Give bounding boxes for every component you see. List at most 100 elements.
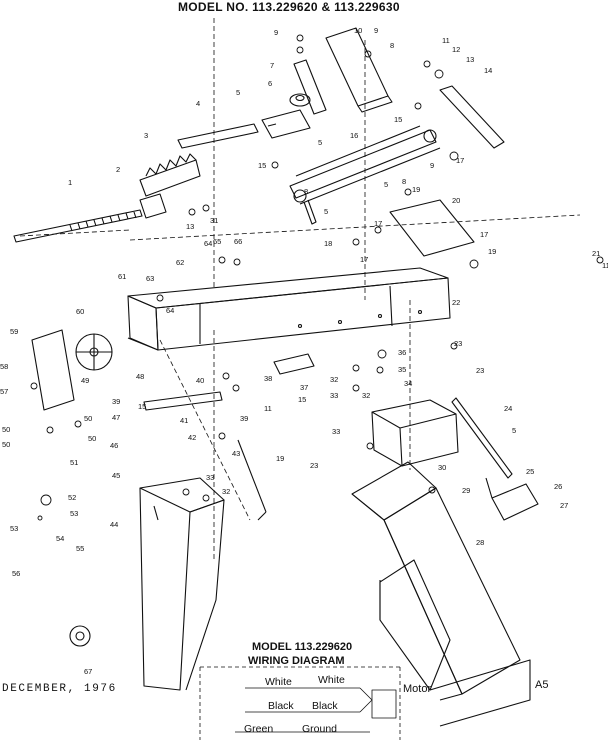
callout-8: 8 — [402, 177, 406, 186]
callout-9: 9 — [374, 26, 378, 35]
callout-36: 36 — [398, 348, 406, 357]
wire-label-black-right: Black — [312, 700, 338, 712]
wire-label-white-right: White — [318, 674, 345, 686]
callout-7: 7 — [270, 61, 274, 70]
callout-10: 10 — [354, 26, 362, 35]
callout-12: 12 — [452, 45, 460, 54]
callout-31: 31 — [210, 216, 218, 225]
callout-23: 23 — [454, 339, 462, 348]
callout-13: 13 — [466, 55, 474, 64]
callout-17: 17 — [374, 219, 382, 228]
callout-5: 5 — [236, 88, 240, 97]
callout-5: 5 — [512, 426, 516, 435]
callout-61: 61 — [118, 272, 126, 281]
wire-label-motor: Motor — [403, 683, 432, 695]
callout-40: 40 — [196, 376, 204, 385]
callout-51: 51 — [70, 458, 78, 467]
callout-57: 57 — [0, 387, 8, 396]
callout-65: 65 — [213, 237, 221, 246]
callout-17: 17 — [480, 230, 488, 239]
callout-5: 5 — [318, 138, 322, 147]
callout-25: 25 — [526, 467, 534, 476]
part-26-bracket — [485, 477, 539, 521]
wiring-diagram-title: WIRING DIAGRAM — [248, 655, 345, 667]
callout-38: 38 — [264, 374, 272, 383]
callout-50: 50 — [84, 414, 92, 423]
callout-3: 3 — [144, 131, 148, 140]
wire-label-ground: Ground — [302, 723, 338, 735]
callout-39: 39 — [112, 397, 120, 406]
callout-24: 24 — [504, 404, 512, 413]
callout-27: 27 — [560, 501, 568, 510]
callout-23: 23 — [310, 461, 318, 470]
page-id: A5 — [535, 679, 549, 691]
part-43-crank-rod — [237, 439, 267, 521]
callout-53: 53 — [70, 509, 78, 518]
callout-11: 11 — [602, 261, 608, 270]
callout-56: 56 — [12, 569, 20, 578]
part-22-bed-beam — [127, 267, 451, 351]
callout-19: 19 — [276, 454, 284, 463]
part-16-carriage-assembly — [289, 125, 441, 225]
callout-45: 45 — [112, 471, 120, 480]
callout-15: 15 — [298, 395, 306, 404]
assembly-center-lines — [19, 18, 581, 560]
callout-26: 26 — [554, 482, 562, 491]
callout-20: 20 — [452, 196, 460, 205]
callout-49: 49 — [81, 376, 89, 385]
callout-62: 62 — [176, 258, 184, 267]
callout-6: 6 — [268, 79, 272, 88]
wiring-diagram-model: MODEL 113.229620 — [252, 641, 353, 653]
part-29-support-leg — [351, 461, 531, 727]
callout-28: 28 — [476, 538, 484, 547]
callout-19: 19 — [488, 247, 496, 256]
callout-15: 15 — [138, 402, 146, 411]
wire-label-black-left: Black — [268, 700, 294, 712]
part-1-lead-screw — [13, 209, 143, 243]
callout-2: 2 — [116, 165, 120, 174]
callout-50: 50 — [2, 440, 10, 449]
callout-15: 15 — [258, 161, 266, 170]
part-31-box — [371, 399, 459, 467]
part-3-gear-rack — [139, 153, 201, 197]
callout-33: 33 — [206, 473, 214, 482]
callout-47: 47 — [112, 413, 120, 422]
callout-11: 11 — [442, 36, 450, 45]
callout-17: 17 — [456, 156, 464, 165]
callout-50: 50 — [88, 434, 96, 443]
callout-13: 13 — [186, 222, 194, 231]
callout-8: 8 — [304, 187, 308, 196]
part-7-hub-plate — [289, 59, 327, 115]
callout-9: 9 — [274, 28, 278, 37]
part-6-bracket-plate — [261, 109, 311, 139]
callout-34: 34 — [404, 379, 412, 388]
callout-30: 30 — [438, 463, 446, 472]
callout-17: 17 — [360, 255, 368, 264]
callout-64: 64 — [204, 239, 212, 248]
part-41-bar — [143, 391, 223, 411]
callout-41: 41 — [180, 416, 188, 425]
callout-11: 11 — [264, 404, 272, 413]
part-20-plate — [389, 199, 475, 257]
part-60-side-bracket — [31, 329, 75, 411]
callout-59: 59 — [10, 327, 18, 336]
part-10-panel — [325, 27, 393, 113]
callout-32: 32 — [330, 375, 338, 384]
callout-4: 4 — [196, 99, 200, 108]
callout-60: 60 — [76, 307, 84, 316]
callout-48: 48 — [136, 372, 144, 381]
callout-32: 32 — [222, 487, 230, 496]
callout-5: 5 — [324, 207, 328, 216]
callout-8: 8 — [390, 41, 394, 50]
callout-63: 63 — [146, 274, 154, 283]
callout-18: 18 — [324, 239, 332, 248]
part-25-rod — [451, 397, 513, 479]
callout-14: 14 — [484, 66, 492, 75]
callout-39: 39 — [240, 414, 248, 423]
wiring-diagram-frame — [199, 666, 401, 740]
callout-32: 32 — [362, 391, 370, 400]
callout-15: 15 — [394, 115, 402, 124]
part-44-leg — [139, 477, 225, 691]
callout-44: 44 — [110, 520, 118, 529]
callout-9: 9 — [430, 161, 434, 170]
